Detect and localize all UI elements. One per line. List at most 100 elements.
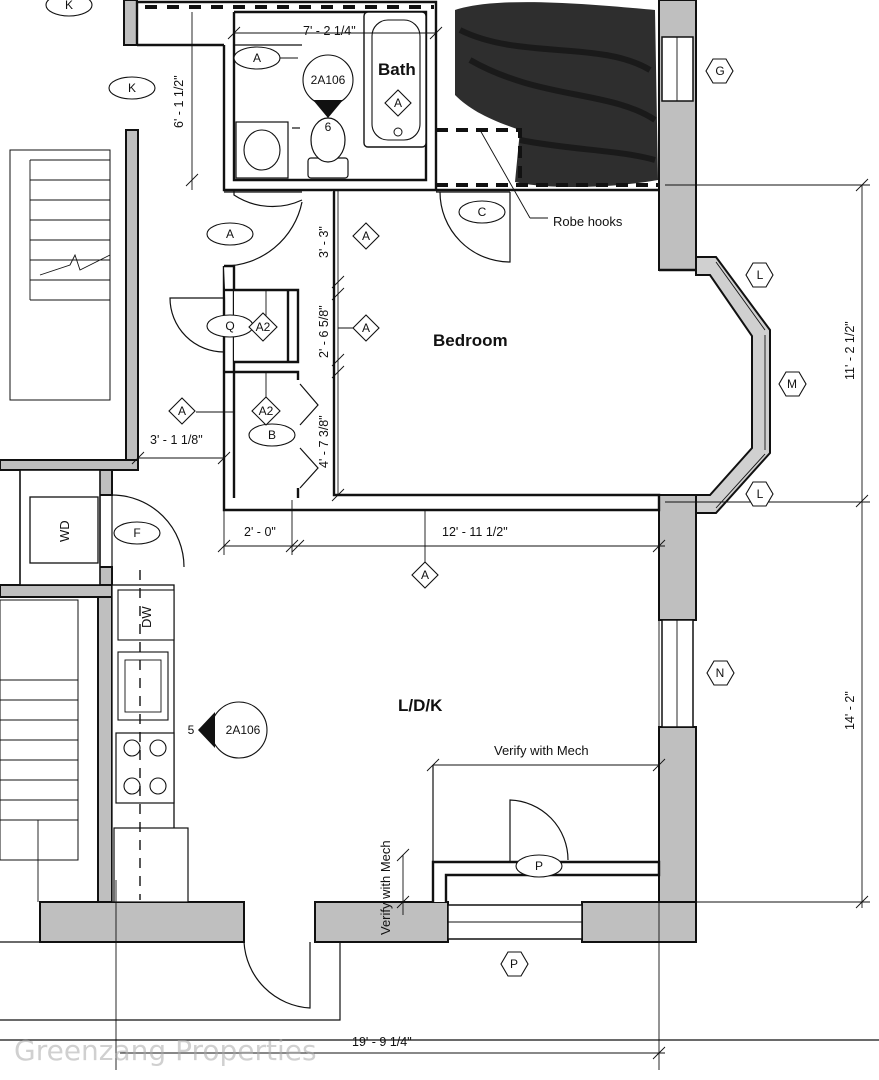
- tag-a2-q: A2: [248, 312, 278, 342]
- svg-text:A: A: [178, 404, 186, 418]
- wall-kitchen-left: [97, 566, 113, 903]
- svg-text:L: L: [757, 487, 764, 501]
- dim-bedroom-depth: 11' - 2 1/2": [843, 321, 857, 380]
- svg-text:A: A: [226, 227, 234, 241]
- tag-a-hall-top: A: [206, 222, 254, 246]
- section-upper-num: 6: [325, 120, 332, 134]
- exterior-wall-bottom-right: [581, 901, 697, 943]
- watermark: Greenzang Properties: [14, 1034, 317, 1067]
- closet-c-door-swing: [439, 191, 511, 263]
- tag-a2-b: A2: [251, 396, 281, 426]
- tag-c: C: [458, 200, 506, 224]
- tag-a-bottom: A: [411, 561, 439, 589]
- closet-q-door-swing: [169, 297, 225, 353]
- mech-door-swing: [509, 799, 569, 862]
- exterior-wall-bottom-left: [39, 901, 245, 943]
- svg-text:M: M: [787, 377, 797, 391]
- tag-m: M: [778, 371, 807, 397]
- note-verify-mech-horizontal: Verify with Mech: [494, 743, 589, 758]
- dim-closet-depth: 2' - 0": [244, 525, 276, 539]
- exterior-wall-right-mid: [658, 494, 697, 621]
- redacted-scribble: [455, 2, 658, 187]
- balcony-door-swing: [243, 941, 311, 1009]
- dim-bedroom-width: 12' - 11 1/2": [442, 525, 508, 539]
- svg-text:G: G: [715, 64, 724, 78]
- stair-upper: [9, 149, 111, 401]
- svg-text:A2: A2: [256, 320, 271, 334]
- wall-stair-lower-top: [0, 584, 113, 598]
- tag-l-top: L: [745, 262, 774, 288]
- svg-text:Q: Q: [225, 319, 234, 333]
- svg-text:C: C: [478, 205, 487, 219]
- bifold-door-upper: [299, 383, 319, 426]
- svg-text:P: P: [510, 957, 518, 971]
- bedroom-walls: [222, 190, 661, 512]
- bifold-door-lower: [299, 447, 319, 489]
- section-marker-upper: 2A106 6: [302, 54, 354, 134]
- stair-wall-horizontal: [0, 459, 139, 471]
- room-label-ldk: L/D/K: [398, 696, 443, 715]
- tag-q: Q: [206, 314, 254, 338]
- dim-bath-width: 7' - 2 1/4": [303, 24, 356, 38]
- window-n: [661, 619, 694, 728]
- section-marker-lower: 2A106 5: [188, 701, 268, 759]
- svg-text:P: P: [535, 859, 543, 873]
- label-wd: WD: [57, 520, 72, 542]
- tag-n: N: [706, 660, 735, 686]
- svg-text:K: K: [65, 0, 73, 12]
- svg-text:F: F: [133, 526, 140, 540]
- sink-icon: [243, 129, 281, 171]
- svg-text:A2: A2: [259, 404, 274, 418]
- washer-dryer: [29, 496, 99, 564]
- stair-lower: [0, 599, 79, 902]
- tag-a-hall: A: [352, 314, 380, 342]
- refrigerator: [113, 827, 189, 903]
- hall-door-swing: [223, 201, 303, 267]
- window-g: [661, 36, 694, 102]
- tag-b: B: [248, 423, 296, 447]
- tag-g: G: [705, 58, 734, 84]
- dishwasher: [117, 589, 175, 641]
- tag-a-bath-tub: A: [384, 89, 412, 117]
- svg-text:B: B: [268, 428, 276, 442]
- room-label-bedroom: Bedroom: [433, 331, 508, 350]
- svg-text:L: L: [757, 268, 764, 282]
- svg-text:A: A: [362, 321, 370, 335]
- dim-closet-q: 2' - 6 5/8": [317, 305, 331, 358]
- svg-text:A: A: [421, 568, 429, 582]
- tag-k-top: K: [45, 0, 93, 17]
- room-label-bath: Bath: [378, 60, 416, 79]
- wall-top-left-stub: [123, 0, 138, 46]
- bath-door-swing: [233, 190, 303, 208]
- exterior-wall-bottom-mid: [314, 901, 449, 943]
- dim-closet-b: 4' - 7 3/8": [317, 415, 331, 468]
- tag-l-bottom: L: [745, 481, 774, 507]
- bay-window: [695, 256, 771, 514]
- dimension-lines: [115, 12, 870, 1070]
- entry-door-f-swing: [111, 494, 185, 568]
- tag-p-window: P: [500, 951, 529, 977]
- svg-text:K: K: [128, 81, 136, 95]
- note-verify-mech-vertical: Verify with Mech: [378, 840, 393, 935]
- tag-f: F: [113, 521, 161, 545]
- stair-wall-upper: [125, 129, 139, 471]
- dim-bath-depth: 6' - 1 1/2": [172, 75, 186, 128]
- tag-a-bath-door: A: [233, 46, 281, 70]
- section-lower-num: 5: [188, 723, 195, 737]
- tag-a-left: A: [168, 397, 196, 425]
- svg-text:A: A: [362, 229, 370, 243]
- tag-a-hall-mid: A: [352, 222, 380, 250]
- dim-hall-gap: 3' - 3": [317, 226, 331, 258]
- dim-overall-width: 19' - 9 1/4": [352, 1035, 412, 1049]
- svg-text:A: A: [394, 96, 402, 110]
- dim-ldk-depth: 14' - 2": [843, 691, 857, 730]
- svg-text:N: N: [716, 666, 725, 680]
- tag-p-door: P: [515, 854, 563, 878]
- range-icon: [115, 732, 175, 804]
- tag-k: K: [108, 76, 156, 100]
- section-lower-ref: 2A106: [226, 723, 261, 737]
- label-dw: DW: [139, 606, 154, 628]
- note-robe-hooks: Robe hooks: [553, 214, 623, 229]
- dim-hall-width: 3' - 1 1/8": [150, 433, 203, 447]
